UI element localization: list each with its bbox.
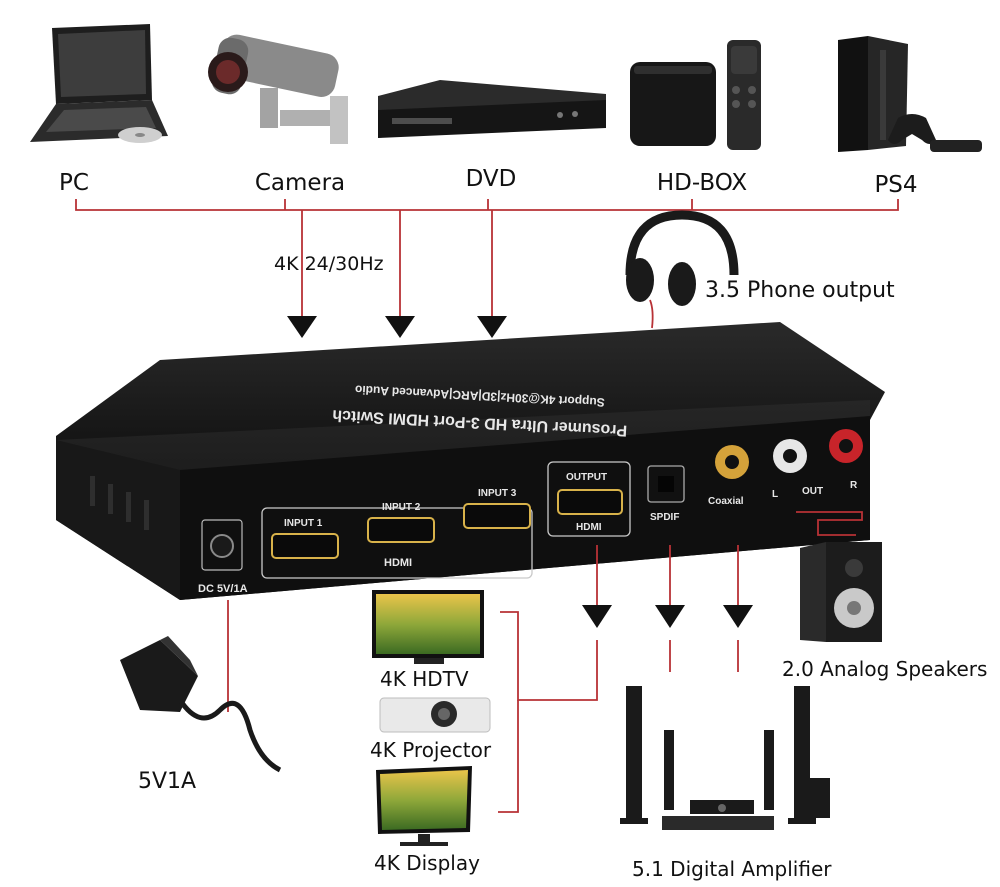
- coaxial-label: Coaxial: [708, 496, 744, 507]
- source-label-camera: Camera: [255, 170, 345, 196]
- hdmi-input-1-port[interactable]: [271, 533, 339, 559]
- display-label-projector: 4K Projector: [370, 738, 492, 762]
- hdmi-group-label: HDMI: [384, 557, 412, 569]
- arrow-down-icon: [385, 316, 415, 338]
- dvd-player-icon: [378, 80, 606, 138]
- input2-label: INPUT 2: [382, 502, 421, 513]
- vent-slots: [90, 476, 149, 530]
- hdmi-switch-device: [56, 322, 885, 600]
- output-arrows: [582, 605, 753, 628]
- hdmi-input-3-port[interactable]: [463, 503, 531, 529]
- dc-port-frame: [201, 519, 243, 571]
- resolution-note: 4K 24/30Hz: [274, 253, 384, 275]
- hdmi-output-group: [547, 461, 631, 537]
- source-label-pc: PC: [59, 170, 89, 196]
- out-r-label: R: [850, 480, 858, 491]
- source-label-ps4: PS4: [874, 172, 917, 198]
- monitor-icon: [376, 766, 472, 846]
- gamepad-icon: [888, 114, 936, 144]
- hdmi-input-group: [261, 507, 533, 579]
- camera-icon: [208, 34, 348, 144]
- remote-control-icon: [727, 40, 761, 150]
- out-mid-label: OUT: [802, 486, 823, 497]
- input1-label: INPUT 1: [284, 518, 323, 529]
- headphones-icon: [625, 210, 739, 329]
- source-label-dvd: DVD: [466, 166, 517, 192]
- power-adapter-icon: [120, 636, 282, 773]
- input3-label: INPUT 3: [478, 488, 517, 499]
- home-theater-icon: [620, 686, 830, 830]
- power-adapter-label: 5V1A: [138, 769, 196, 794]
- display-label-hdtv: 4K HDTV: [380, 667, 469, 691]
- source-label-hdbox: HD-BOX: [657, 170, 747, 196]
- arrow-down-icon: [477, 316, 507, 338]
- speakers-label: 2.0 Analog Speakers: [782, 657, 987, 681]
- dc-label: DC 5V/1A: [198, 583, 248, 595]
- source-bus-wire: [75, 199, 899, 318]
- arrow-down-icon: [655, 605, 685, 628]
- speaker-icon: [800, 542, 882, 642]
- display-label-display: 4K Display: [374, 851, 480, 875]
- dc-power-port[interactable]: [210, 534, 234, 558]
- input-arrows: [287, 316, 507, 338]
- output-hdmi-label: HDMI: [576, 522, 602, 533]
- phone-output-label: 3.5 Phone output: [705, 278, 895, 303]
- output-wires: [227, 511, 863, 813]
- amplifier-label: 5.1 Digital Amplifier: [632, 857, 832, 881]
- laptop-icon: [30, 24, 168, 143]
- hdmi-output-port[interactable]: [557, 489, 623, 515]
- ps-camera-icon: [930, 140, 982, 152]
- spdif-label: SPDIF: [650, 512, 679, 523]
- output-label: OUTPUT: [566, 472, 607, 483]
- arrow-down-icon: [287, 316, 317, 338]
- arrow-down-icon: [723, 605, 753, 628]
- out-l-label: L: [772, 489, 778, 500]
- projector-icon: [379, 697, 491, 733]
- hd-box-icon: [630, 62, 716, 146]
- hdmi-input-2-port[interactable]: [367, 517, 435, 543]
- tv-icon: [372, 590, 484, 664]
- arrow-down-icon: [582, 605, 612, 628]
